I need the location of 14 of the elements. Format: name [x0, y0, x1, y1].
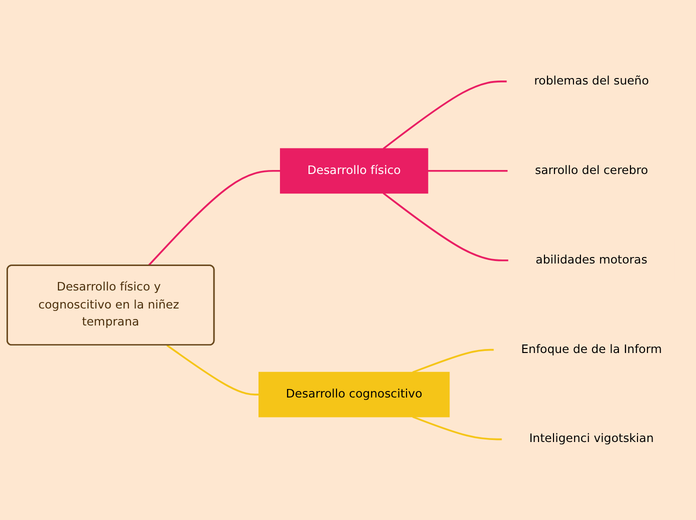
connector [382, 192, 509, 261]
node-box: Desarrollo cognoscitivo [258, 371, 450, 417]
connector [382, 80, 508, 149]
connector [148, 170, 280, 266]
node-text: sarrollo del cerebro [535, 164, 648, 178]
connector [412, 348, 494, 373]
connector [428, 170, 508, 172]
node-text: roblemas del sueño [534, 74, 649, 88]
node-box: Desarrollo físico [280, 148, 428, 194]
connector [412, 416, 502, 440]
node-text: Enfoque de de la Inform [521, 342, 662, 356]
node-text: Inteligenci vigotskian [529, 432, 654, 446]
node-text: abilidades motoras [536, 253, 648, 267]
connector [166, 344, 259, 396]
